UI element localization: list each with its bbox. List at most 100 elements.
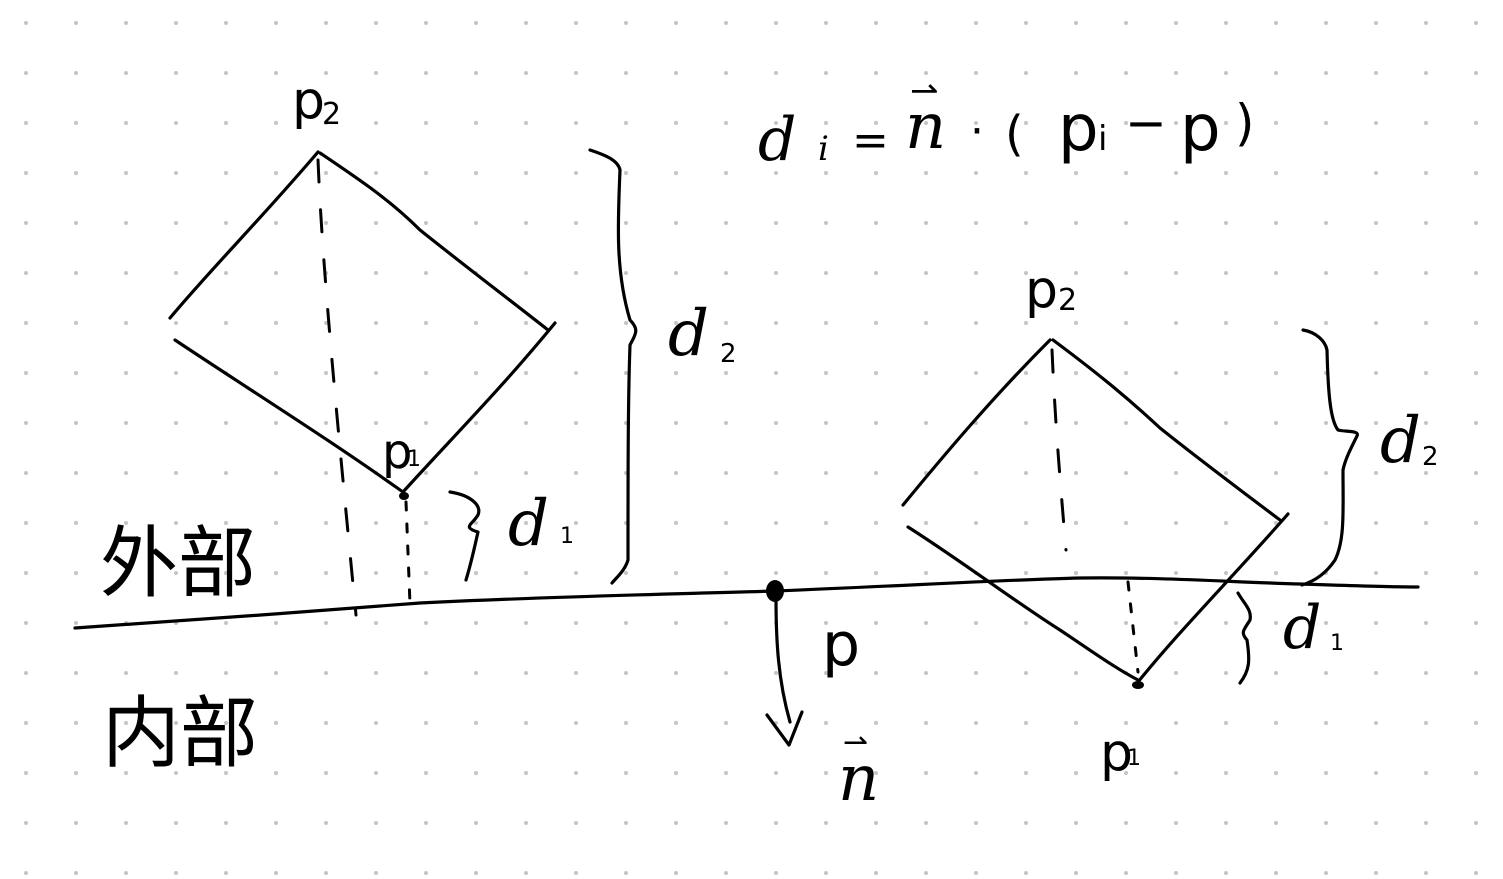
- grid-dot: [1424, 421, 1428, 425]
- grid-dot: [224, 71, 228, 75]
- grid-dot: [624, 271, 628, 275]
- right-diamond-edge-top-left: [901, 338, 1052, 507]
- grid-dot: [274, 171, 278, 175]
- grid-dot: [524, 21, 528, 25]
- grid-dot: [24, 671, 28, 675]
- left-d2-subscript: 2: [720, 339, 737, 369]
- grid-dot: [374, 271, 378, 275]
- grid-dot: [174, 421, 178, 425]
- grid-dot: [424, 271, 428, 275]
- inside-region-label: 内部: [102, 689, 258, 779]
- grid-dot: [674, 471, 678, 475]
- grid-dot: [874, 371, 878, 375]
- grid-dot: [724, 771, 728, 775]
- grid-dot: [224, 871, 228, 875]
- grid-dot: [274, 821, 278, 825]
- grid-dot: [724, 121, 728, 125]
- grid-dot: [724, 171, 728, 175]
- grid-dot: [624, 621, 628, 625]
- formula-dot: ·: [970, 106, 984, 157]
- grid-dot: [174, 321, 178, 325]
- grid-dot: [1274, 571, 1278, 575]
- grid-dot: [324, 671, 328, 675]
- grid-dot: [1074, 121, 1078, 125]
- grid-dot: [1224, 271, 1228, 275]
- left-p2-subscript: 2: [322, 97, 341, 132]
- grid-dot: [374, 121, 378, 125]
- grid-dot: [974, 171, 978, 175]
- grid-dot: [1474, 871, 1478, 875]
- left-diamond-edge-bottom-right: [401, 321, 557, 494]
- grid-dot: [524, 371, 528, 375]
- formula: d i = ⇀ n · ( p i − p ): [758, 71, 1255, 175]
- grid-dot: [224, 621, 228, 625]
- grid-dot: [924, 421, 928, 425]
- grid-dot: [1124, 71, 1128, 75]
- grid-dot: [24, 21, 28, 25]
- grid-dot: [374, 171, 378, 175]
- dotted-grid-background: [24, 21, 1478, 875]
- grid-dot: [324, 371, 328, 375]
- grid-dot: [24, 321, 28, 325]
- grid-dot: [824, 571, 828, 575]
- grid-dot: [624, 821, 628, 825]
- grid-dot: [1274, 821, 1278, 825]
- grid-dot: [774, 71, 778, 75]
- left-d2-brace: [588, 148, 638, 585]
- grid-dot: [1174, 371, 1178, 375]
- grid-dot: [1474, 271, 1478, 275]
- grid-dot: [874, 121, 878, 125]
- grid-dot: [774, 321, 778, 325]
- normal-label-arrow: ⇀: [843, 725, 868, 760]
- grid-dot: [774, 821, 778, 825]
- grid-dot: [474, 821, 478, 825]
- grid-dot: [674, 371, 678, 375]
- grid-dot: [374, 671, 378, 675]
- grid-dot: [1174, 421, 1178, 425]
- grid-dot: [1474, 71, 1478, 75]
- grid-dot: [174, 21, 178, 25]
- grid-dot: [574, 721, 578, 725]
- grid-dot: [874, 821, 878, 825]
- grid-dot: [1424, 471, 1428, 475]
- grid-dot: [374, 371, 378, 375]
- grid-dot: [174, 171, 178, 175]
- grid-dot: [1424, 371, 1428, 375]
- grid-dot: [1174, 671, 1178, 675]
- grid-dot: [174, 671, 178, 675]
- grid-dot: [174, 521, 178, 525]
- grid-dot: [1374, 571, 1378, 575]
- grid-dot: [324, 721, 328, 725]
- grid-dot: [374, 21, 378, 25]
- grid-dot: [774, 771, 778, 775]
- right-d1-subscript: 1: [1330, 631, 1344, 656]
- normal-arrowhead: [765, 710, 804, 747]
- right-diamond-edge-bottom-right: [1136, 512, 1290, 684]
- left-diamond: [168, 148, 638, 617]
- grid-dot: [274, 421, 278, 425]
- formula-equals: =: [852, 115, 889, 166]
- grid-dot: [574, 321, 578, 325]
- grid-dot: [1024, 471, 1028, 475]
- grid-dot: [1474, 421, 1478, 425]
- grid-dot: [1074, 471, 1078, 475]
- grid-dot: [824, 421, 828, 425]
- grid-dot: [774, 271, 778, 275]
- grid-dot: [1174, 21, 1178, 25]
- grid-dot: [74, 771, 78, 775]
- grid-dot: [1174, 321, 1178, 325]
- grid-dot: [1074, 221, 1078, 225]
- grid-dot: [1124, 821, 1128, 825]
- grid-dot: [124, 371, 128, 375]
- grid-dot: [774, 371, 778, 375]
- grid-dot: [1474, 771, 1478, 775]
- grid-dot: [1024, 271, 1028, 275]
- grid-dot: [224, 471, 228, 475]
- grid-dot: [624, 771, 628, 775]
- grid-dot: [1124, 421, 1128, 425]
- grid-dot: [1074, 171, 1078, 175]
- grid-dot: [274, 871, 278, 875]
- grid-dot: [124, 521, 128, 525]
- grid-dot: [974, 321, 978, 325]
- grid-dot: [274, 271, 278, 275]
